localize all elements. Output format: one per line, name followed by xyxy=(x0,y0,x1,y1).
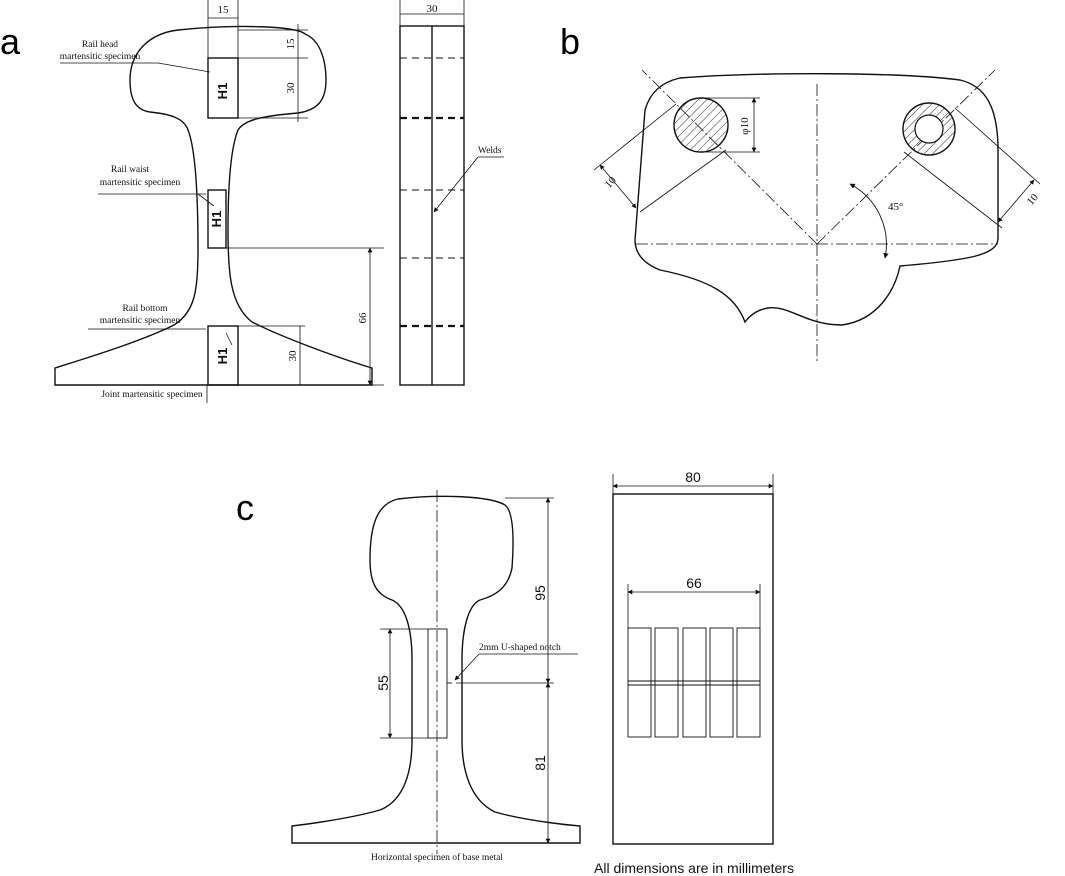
ext-line xyxy=(593,103,677,171)
label-welds: Welds xyxy=(478,146,502,156)
dim-head-15: 15 xyxy=(285,38,297,50)
label-rail-waist-1: Rail waist xyxy=(111,165,150,175)
dim-80: 80 xyxy=(685,469,701,485)
head-specimen-tag: H1 xyxy=(215,83,230,100)
dim-95: 95 xyxy=(532,585,548,601)
bottom-specimen-tag: H1 xyxy=(215,348,230,365)
bottom-specimen xyxy=(207,325,239,386)
angle-arc xyxy=(849,183,889,259)
impact-specimens xyxy=(627,627,761,738)
label-joint: Joint martensitic specimen xyxy=(101,390,203,400)
rail-section-a xyxy=(54,25,373,386)
dim-bottom-30: 30 xyxy=(287,350,299,362)
left-specimen-circle xyxy=(673,97,729,153)
label-rail-bottom-1: Rail bottom xyxy=(122,304,168,314)
head-specimen xyxy=(207,57,239,119)
impact-specimen xyxy=(682,627,707,738)
notch-specimen xyxy=(427,628,448,739)
dim-angle: 45° xyxy=(888,201,903,213)
dim-width-30: 30 xyxy=(427,3,439,15)
dim-55: 55 xyxy=(375,675,391,691)
dim-right-10: 10 xyxy=(1025,191,1042,208)
impact-specimen xyxy=(709,627,734,738)
dim-line-left-10 xyxy=(599,164,637,209)
panel-b: b φ10 10 10 45° xyxy=(560,21,1041,362)
impact-specimen xyxy=(627,627,652,738)
leader xyxy=(157,62,211,73)
ext-line xyxy=(954,107,1041,185)
dim-81: 81 xyxy=(532,755,548,771)
dim-diameter: φ10 xyxy=(739,117,751,135)
panel-c-letter: c xyxy=(236,487,254,528)
dim-height-66: 66 xyxy=(357,312,369,324)
leader xyxy=(454,653,480,681)
dim-head-30: 30 xyxy=(285,82,297,94)
label-rail-waist-2: martensitic specimen xyxy=(100,178,181,188)
label-rail-head-1: Rail head xyxy=(82,40,118,50)
label-horizontal: Horizontal specimen of base metal xyxy=(371,852,503,863)
leader xyxy=(433,156,479,213)
panel-a-letter: a xyxy=(0,21,21,62)
side-block-c xyxy=(612,493,774,845)
dim-left-10: 10 xyxy=(603,174,620,191)
impact-specimen xyxy=(736,627,761,738)
diagonal-left xyxy=(641,69,818,245)
panel-a: a H1 H1 H1 15 15 30 66 30 Rail head m xyxy=(0,0,504,403)
label-notch: 2mm U-shaped notch xyxy=(479,643,561,653)
panel-c: c 55 95 81 2mm U-shaped notch Horizontal… xyxy=(236,469,774,863)
dim-line-right-10 xyxy=(997,179,1035,223)
rail-section-c xyxy=(291,495,581,844)
dim-width-15: 15 xyxy=(218,4,230,16)
waist-specimen-tag: H1 xyxy=(209,211,224,228)
right-specimen-bore xyxy=(914,114,944,144)
leader xyxy=(225,332,233,346)
rail-head-section-b xyxy=(634,73,999,326)
label-rail-head-2: martensitic specimen xyxy=(60,52,141,62)
panel-b-letter: b xyxy=(560,21,580,62)
diagonal-right xyxy=(816,69,996,245)
dim-66: 66 xyxy=(686,575,702,591)
label-rail-bottom-2: martensitic specimen xyxy=(100,316,181,326)
leader xyxy=(197,193,215,207)
units-note: All dimensions are in millimeters xyxy=(594,860,794,876)
impact-specimen xyxy=(654,627,679,738)
ext-line xyxy=(639,149,727,213)
waist-specimen xyxy=(207,189,227,249)
ext-line xyxy=(903,151,1003,229)
